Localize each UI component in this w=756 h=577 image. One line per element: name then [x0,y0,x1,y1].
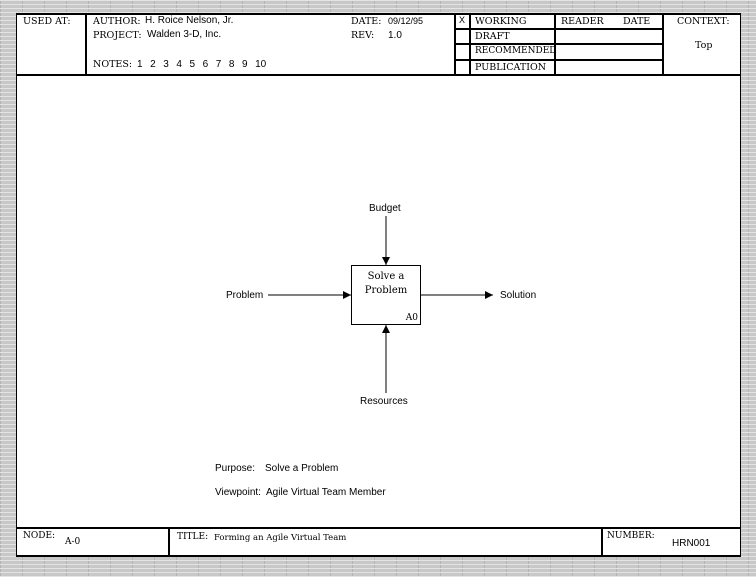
status-draft[interactable]: DRAFT [475,31,510,42]
notes-value: 1 2 3 4 5 6 7 8 9 10 [137,59,267,70]
activity-node: A0 [405,313,418,323]
author-label: AUTHOR: [93,16,141,27]
rev-value: 1.0 [388,30,402,41]
node-label: NODE: [23,531,56,541]
title-label: TITLE: [177,532,209,542]
mechanism-label: Resources [360,396,408,407]
date-value: 09/12/95 [388,16,424,26]
context-label: CONTEXT: [677,16,730,27]
rev-label: REV: [351,30,375,41]
status-working[interactable]: WORKING [475,16,527,27]
purpose-label: Purpose: [215,463,256,474]
reader-date-label: DATE [623,16,651,27]
purpose-value: Solve a Problem [265,463,339,474]
author-value: H. Roice Nelson, Jr. [145,15,234,26]
project-value: Walden 3-D, Inc. [147,29,222,40]
context-value: Top [695,40,713,51]
used-at-label: USED AT: [23,16,71,27]
node-value: A-0 [65,537,81,547]
status-publication[interactable]: PUBLICATION [475,62,547,73]
title-value: Forming an Agile Virtual Team [214,533,347,543]
viewpoint-label: Viewpoint: [215,487,261,498]
status-mark[interactable]: X [459,15,466,25]
input-label: Problem [226,290,264,301]
viewpoint-value: Agile Virtual Team Member [266,487,386,498]
number-value: HRN001 [672,538,711,549]
reader-label: READER [561,16,604,27]
notes-label: NOTES: [93,59,133,70]
date-label: DATE: [351,16,382,27]
output-label: Solution [500,290,537,301]
control-label: Budget [369,203,401,214]
number-label: NUMBER: [607,531,655,541]
status-recommended[interactable]: RECOMMENDED [475,46,557,56]
project-label: PROJECT: [93,30,142,41]
